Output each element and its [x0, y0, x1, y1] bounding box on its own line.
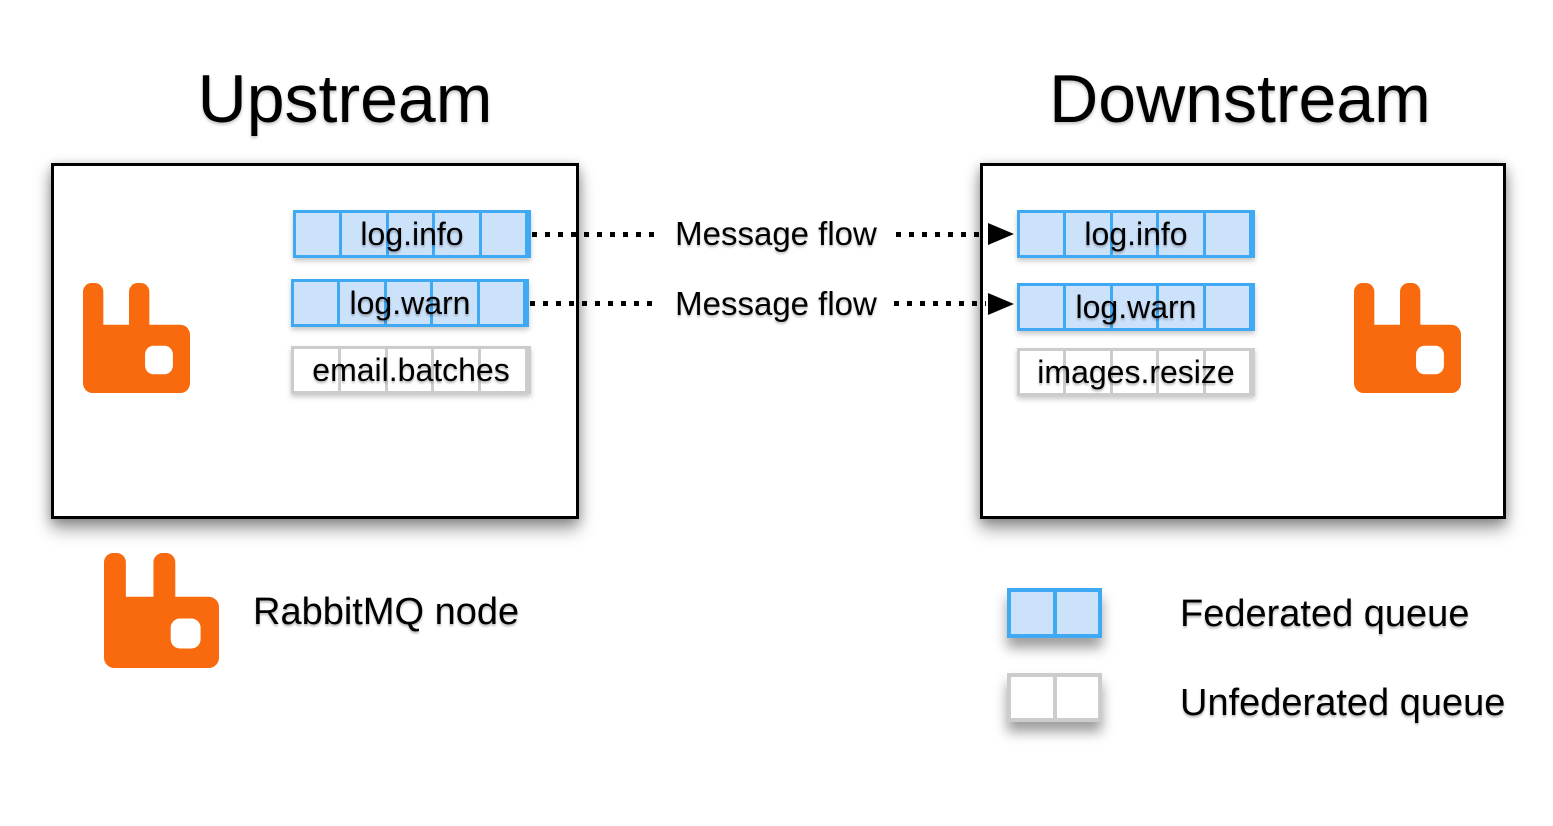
queue-cell [1113, 351, 1160, 393]
queue-cell [1066, 213, 1113, 255]
queue-cell [481, 349, 528, 391]
queue-cell [1057, 677, 1099, 718]
legend-rabbitmq-node-label: RabbitMQ node [253, 591, 520, 633]
queue-cell [387, 282, 434, 324]
queue-cell [482, 213, 529, 255]
queue-cell [1020, 351, 1067, 393]
unfederated-queue-swatch [1007, 673, 1102, 722]
queue-cell [434, 349, 482, 391]
downstream-queue-log-info: log.info [1017, 210, 1255, 258]
queue-cell [1159, 351, 1206, 393]
queue-cell [1113, 213, 1160, 255]
downstream-queue-log-warn: log.warn [1017, 283, 1255, 331]
queue-cell [1020, 213, 1067, 255]
queue-cell [389, 213, 436, 255]
queue-cell [340, 282, 387, 324]
queue-cell [1011, 677, 1057, 718]
federated-queue-swatch [1007, 588, 1102, 638]
rabbitmq-icon [1354, 283, 1461, 393]
queue-cell [342, 213, 389, 255]
rabbitmq-icon [83, 283, 190, 393]
downstream-node-panel: log.info log.warn images.resize [980, 163, 1506, 519]
queue-cell [1206, 286, 1253, 328]
upstream-node-panel: log.info log.warn email.batches [51, 163, 579, 519]
queue-cell [341, 349, 388, 391]
downstream-queue-images-resize: images.resize [1017, 348, 1255, 396]
flow-arrowhead-icon [988, 293, 1014, 315]
upstream-queue-email-batches: email.batches [291, 346, 531, 394]
queue-cell [1011, 592, 1057, 634]
queue-cell [1159, 286, 1206, 328]
message-flow-label: Message flow [659, 213, 893, 255]
queue-cell [296, 213, 343, 255]
queue-cell [1066, 286, 1113, 328]
rabbitmq-icon [104, 553, 219, 668]
queue-cell [1066, 351, 1113, 393]
queue-cell [294, 349, 341, 391]
flow-arrowhead-icon [988, 223, 1014, 245]
queue-cell [435, 213, 482, 255]
legend-federated-queue-label: Federated queue [1180, 593, 1470, 635]
queue-cell [433, 282, 480, 324]
upstream-queue-log-warn: log.warn [291, 279, 529, 327]
queue-cell [1206, 213, 1253, 255]
queue-cell [1206, 351, 1253, 393]
legend-unfederated-queue-label: Unfederated queue [1180, 682, 1506, 724]
queue-cell [480, 282, 527, 324]
queue-cell [1113, 286, 1160, 328]
upstream-queue-log-info: log.info [293, 210, 531, 258]
queue-cell [1159, 213, 1206, 255]
message-flow-label: Message flow [659, 283, 893, 325]
queue-cell [1020, 286, 1067, 328]
upstream-title: Upstream [197, 61, 493, 137]
queue-cell [388, 349, 435, 391]
queue-cell [1057, 592, 1099, 634]
downstream-title: Downstream [1049, 61, 1431, 137]
queue-cell [294, 282, 341, 324]
